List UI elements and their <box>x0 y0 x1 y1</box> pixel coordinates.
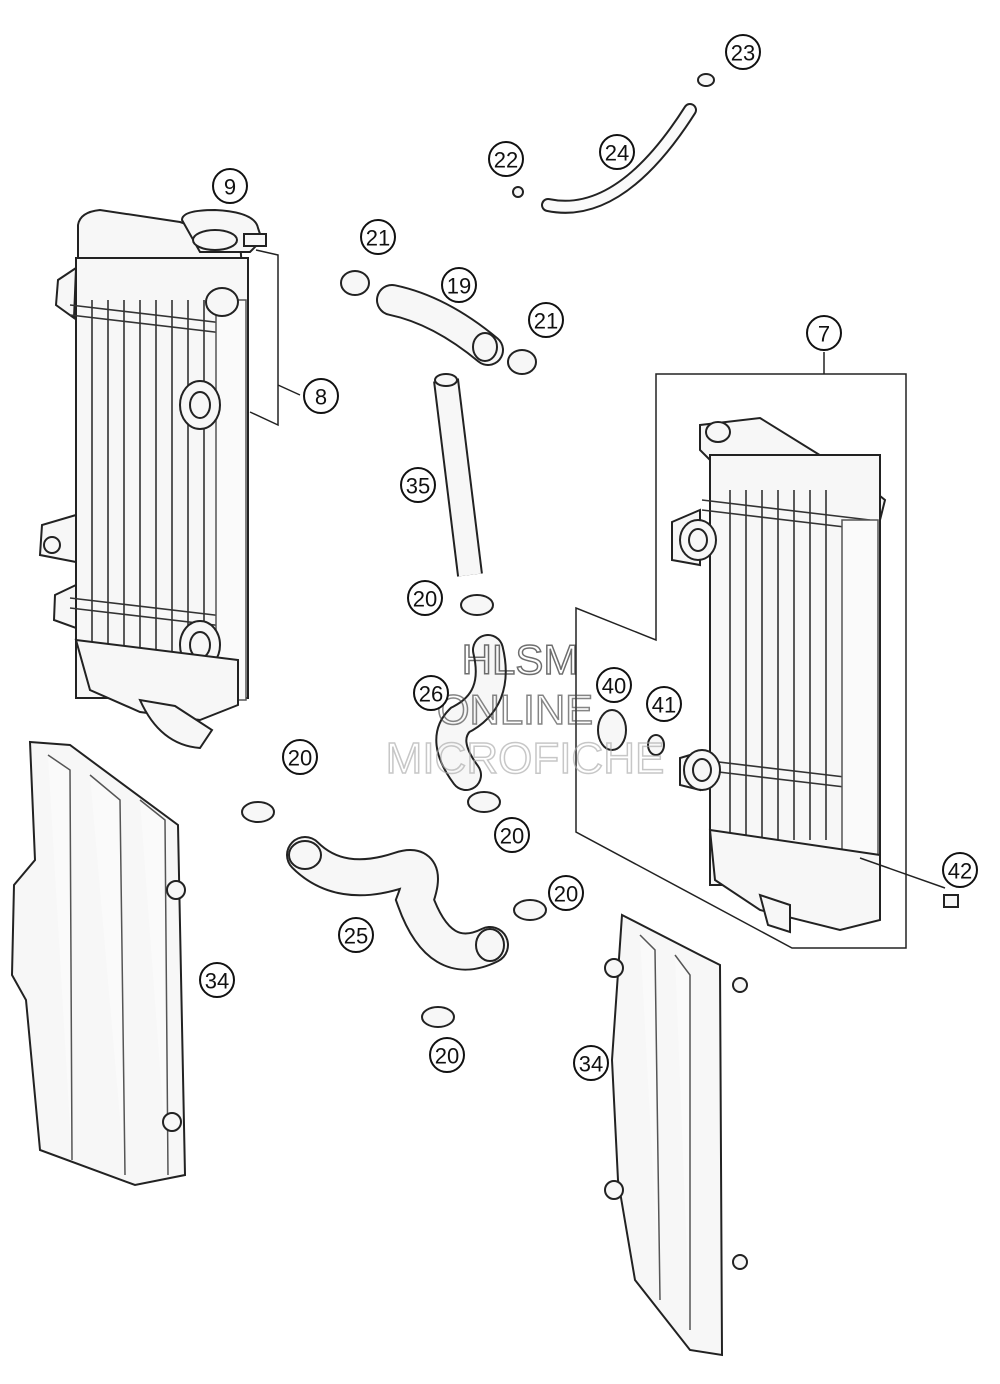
callout-circle <box>573 1045 609 1081</box>
callout-c20a: 20 <box>407 580 443 616</box>
callout-c42: 42 <box>942 852 978 888</box>
left-shroud <box>10 740 187 1187</box>
callout-circle <box>646 686 682 722</box>
callout-circle <box>441 267 477 303</box>
callout-label: 40 <box>602 674 626 699</box>
callout-circle <box>199 962 235 998</box>
callout-label: 7 <box>818 322 830 347</box>
callout-label: 9 <box>224 175 236 200</box>
callout-label: 34 <box>579 1052 603 1077</box>
clamp-20-2 <box>241 801 275 823</box>
callout-label: 19 <box>447 274 471 299</box>
callout-label: 20 <box>288 746 312 771</box>
hose-19 <box>376 284 504 366</box>
callout-circle <box>400 467 436 503</box>
callout-label: 20 <box>554 882 578 907</box>
clamp-20-5 <box>421 1006 455 1028</box>
callout-label: 42 <box>948 859 972 884</box>
callout-c21a: 21 <box>360 219 396 255</box>
watermark-line-3: MICROFICHE <box>386 734 665 783</box>
callout-circle <box>806 315 842 351</box>
callout-c24: 24 <box>599 134 635 170</box>
callout-circle <box>360 219 396 255</box>
callout-c34b: 34 <box>573 1045 609 1081</box>
callout-label: 34 <box>205 969 229 994</box>
callout-label: 24 <box>605 141 629 166</box>
watermark-line-2: ONLINE <box>437 686 593 733</box>
callout-circle <box>212 168 248 204</box>
callout-c22: 22 <box>488 141 524 177</box>
callout-circle <box>596 667 632 703</box>
callout-circle <box>725 34 761 70</box>
watermark-line-1: HLSM <box>462 636 579 683</box>
callout-circle <box>407 580 443 616</box>
callout-c23: 23 <box>725 34 761 70</box>
callout-circle <box>548 875 584 911</box>
callout-circle <box>488 141 524 177</box>
callout-c20c: 20 <box>494 817 530 853</box>
callout-c40: 40 <box>596 667 632 703</box>
callout-label: 41 <box>652 693 676 718</box>
clamp-21-left <box>340 270 370 296</box>
callout-circle <box>282 739 318 775</box>
callout-circle <box>338 917 374 953</box>
callout-c41: 41 <box>646 686 682 722</box>
callout-c25: 25 <box>338 917 374 953</box>
clamp-21-right <box>507 349 537 375</box>
clamp-20-3 <box>467 791 501 813</box>
callout-label: 21 <box>534 309 558 334</box>
callout-c20b: 20 <box>282 739 318 775</box>
callout-c7: 7 <box>806 315 842 351</box>
callout-label: 23 <box>731 41 755 66</box>
left-radiator <box>38 208 267 750</box>
callout-circle <box>413 675 449 711</box>
callout-circle <box>494 817 530 853</box>
clamp-20-4 <box>513 899 547 921</box>
pipe-35 <box>433 373 483 577</box>
callout-circle <box>303 378 339 414</box>
washer-41 <box>647 734 665 756</box>
grommet-40 <box>597 709 627 751</box>
callout-label: 20 <box>500 824 524 849</box>
callout-label: 8 <box>315 385 327 410</box>
callout-circle <box>942 852 978 888</box>
right-radiator <box>671 416 887 934</box>
callout-c8: 8 <box>303 378 339 414</box>
callout-c21b: 21 <box>528 302 564 338</box>
callouts: 9 8 21 19 21 22 24 23 7 35 20 26 40 41 20 20 20 25 20 34 34 4… <box>199 34 978 1081</box>
callout-label: 35 <box>406 474 430 499</box>
callout-c20e: 20 <box>429 1037 465 1073</box>
watermark: HLSM ONLINE MICROFICHE <box>385 635 665 784</box>
callout-label: 22 <box>494 148 518 173</box>
callout-c34a: 34 <box>199 962 235 998</box>
clamp-20-1 <box>460 594 494 616</box>
callout-label: 20 <box>435 1044 459 1069</box>
right-shroud <box>604 913 748 1357</box>
callout-label: 21 <box>366 226 390 251</box>
callout-circle <box>528 302 564 338</box>
callout-circle <box>599 134 635 170</box>
callout-c26: 26 <box>413 675 449 711</box>
callout-label: 26 <box>419 682 443 707</box>
hose-26 <box>435 634 507 791</box>
screw-42 <box>859 857 959 908</box>
callout-c35: 35 <box>400 467 436 503</box>
callout-c19: 19 <box>441 267 477 303</box>
leader-8 <box>249 249 301 427</box>
callout-label: 20 <box>413 587 437 612</box>
callout-c20d: 20 <box>548 875 584 911</box>
hose-25 <box>286 836 509 971</box>
callout-label: 25 <box>344 924 368 949</box>
right-radiator-group-bracket <box>575 352 907 949</box>
callout-c9: 9 <box>212 168 248 204</box>
callout-circle <box>429 1037 465 1073</box>
